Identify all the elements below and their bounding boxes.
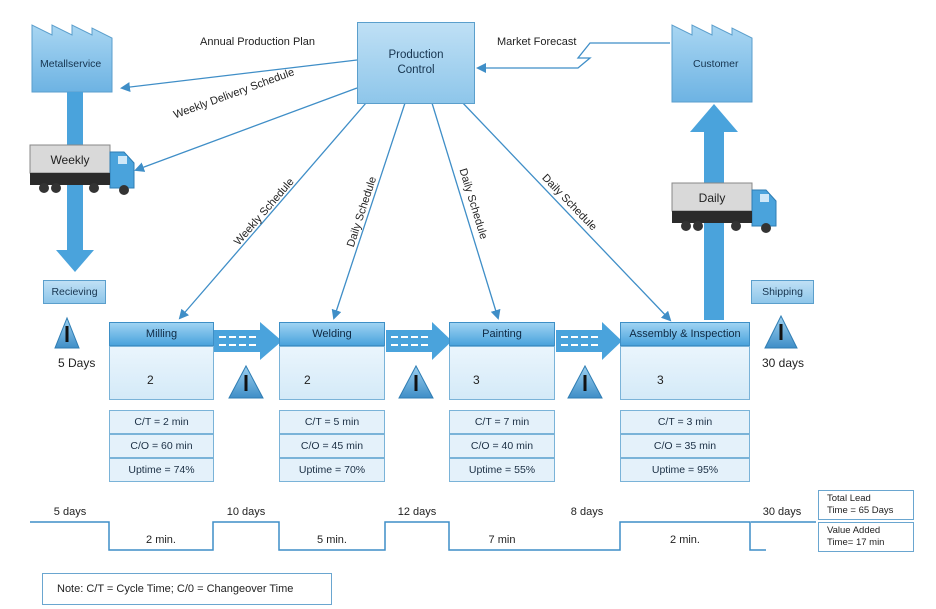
value-added-label: Value Added — [827, 525, 881, 536]
cycle-time: C/T = 2 min — [109, 410, 214, 434]
daily-schedule-line-3 — [459, 99, 672, 322]
uptime: Uptime = 70% — [279, 458, 385, 482]
timeline-wait-label: 12 days — [397, 506, 437, 518]
supplier-factory-icon — [31, 24, 113, 93]
value-added-value: Time= 17 min — [827, 537, 885, 548]
legend-note: Note: C/T = Cycle Time; C/0 = Changeover… — [42, 573, 332, 605]
inventory-triangles — [54, 314, 798, 399]
operator-count: 3 — [473, 373, 480, 387]
uptime: Uptime = 74% — [109, 458, 214, 482]
timeline-wait-label: 10 days — [226, 506, 266, 518]
operator-count: 2 — [304, 373, 311, 387]
timeline-process-label: 2 min. — [146, 534, 176, 546]
inventory-icon — [228, 364, 264, 399]
process-body — [620, 346, 750, 400]
daily-schedule-line-2 — [431, 102, 501, 320]
total-lead-time-box: Total Lead Time = 65 Days — [818, 490, 914, 520]
production-control-box: Production Control — [357, 22, 475, 104]
uptime: Uptime = 55% — [449, 458, 555, 482]
timeline-process-label: 2 min. — [670, 534, 700, 546]
changeover-time: C/O = 45 min — [279, 434, 385, 458]
shipping-inventory: 30 days — [762, 356, 805, 370]
operator-count: 3 — [657, 373, 664, 387]
changeover-time: C/O = 60 min — [109, 434, 214, 458]
changeover-time: C/O = 35 min — [620, 434, 750, 458]
uptime: Uptime = 95% — [620, 458, 750, 482]
push-arrows — [214, 322, 622, 360]
process-body — [109, 346, 214, 400]
process-body — [449, 346, 555, 400]
daily-schedule-line-1 — [331, 102, 406, 320]
inbound-truck-label: Weekly — [50, 153, 90, 167]
weekly-delivery-line — [134, 87, 358, 172]
cycle-time: C/T = 5 min — [279, 410, 385, 434]
market-forecast-label: Market Forecast — [497, 36, 577, 48]
annual-plan-line — [120, 59, 358, 93]
value-added-time-box: Value Added Time= 17 min — [818, 522, 914, 552]
production-control-label-2: Control — [397, 64, 435, 76]
process-title: Welding — [279, 322, 385, 346]
total-lead-label: Total Lead — [827, 493, 871, 504]
operator-count: 2 — [147, 373, 154, 387]
receiving-box: Recieving — [43, 280, 106, 304]
process-title: Painting — [449, 322, 555, 346]
outbound-truck-label: Daily — [698, 191, 726, 205]
inventory-icon — [567, 364, 603, 399]
inbound-truck-icon — [29, 144, 135, 195]
outbound-shipment-arrow — [690, 104, 738, 320]
push-arrow-3 — [556, 322, 622, 360]
push-arrow-2 — [386, 322, 452, 360]
timeline-wait-label: 30 days — [762, 506, 802, 518]
total-lead-value: Time = 65 Days — [827, 505, 894, 516]
supplier-label: Metallservice — [40, 58, 102, 70]
timeline-process-label: 7 min — [488, 534, 516, 546]
inventory-icon — [54, 316, 80, 349]
outbound-truck-icon — [671, 182, 777, 233]
receiving-inventory: 5 Days — [58, 356, 96, 370]
cycle-time: C/T = 7 min — [449, 410, 555, 434]
production-control-label-1: Production — [388, 49, 444, 61]
customer-label: Customer — [693, 58, 739, 70]
timeline-process-label: 5 min. — [317, 534, 347, 546]
push-arrow-1 — [214, 322, 282, 360]
changeover-time: C/O = 40 min — [449, 434, 555, 458]
shipping-box: Shipping — [751, 280, 814, 304]
timeline-ladder — [30, 521, 766, 551]
process-body — [279, 346, 385, 400]
timeline-wait-label: 5 days — [53, 506, 87, 518]
inventory-icon — [398, 364, 434, 399]
process-title: Assembly & Inspection — [620, 322, 750, 346]
customer-factory-icon — [671, 24, 753, 103]
market-forecast-line — [476, 42, 670, 73]
cycle-time: C/T = 3 min — [620, 410, 750, 434]
weekly-schedule-line — [178, 102, 367, 320]
information-flows — [120, 42, 672, 322]
annual-plan-label: Annual Production Plan — [200, 36, 315, 48]
timeline-wait-label: 8 days — [570, 506, 604, 518]
inventory-icon — [764, 314, 798, 349]
process-title: Milling — [109, 322, 214, 346]
